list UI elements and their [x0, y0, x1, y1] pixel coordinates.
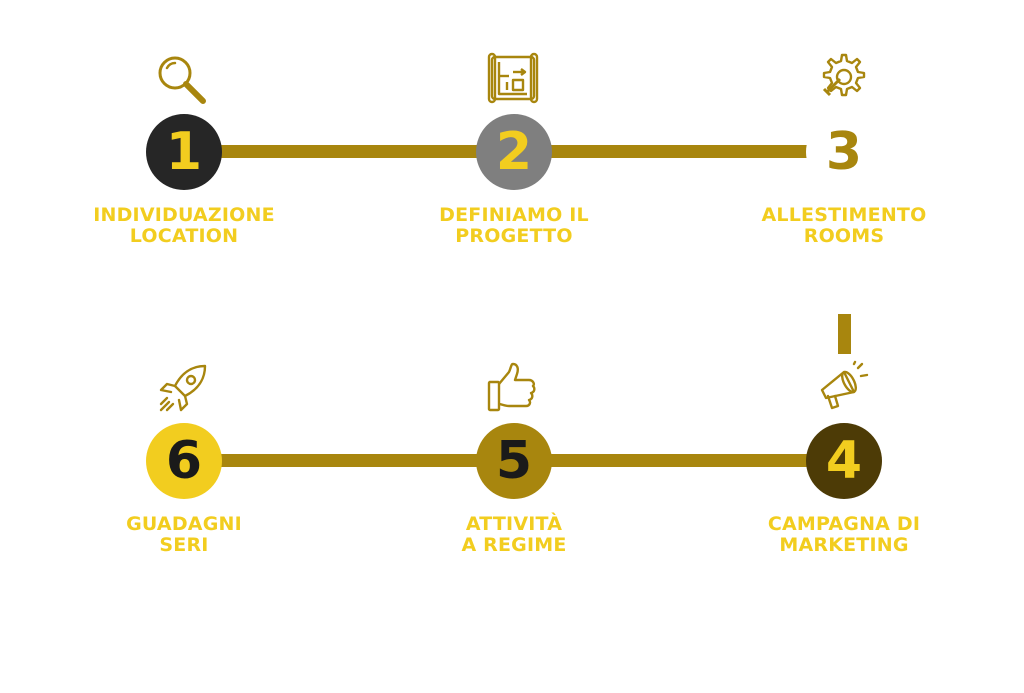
step-3-label-line2: ROOMS: [803, 225, 885, 247]
step-6-label-line1: GUADAGNI: [126, 513, 242, 535]
step-2-label: DEFINIAMO IL PROGETTO: [404, 205, 624, 247]
step-6-circle: 6: [146, 423, 222, 499]
step-2-label-line1: DEFINIAMO IL: [439, 204, 589, 226]
step-3-label-line1: ALLESTIMENTO: [761, 204, 927, 226]
megaphone-icon: [814, 360, 870, 416]
step-5-number: 5: [495, 431, 533, 491]
step-1-circle: 1: [146, 114, 222, 190]
step-4-number: 4: [825, 431, 863, 491]
step-4-label-line1: CAMPAGNA DI: [767, 513, 921, 535]
step-3-circle: 3: [806, 114, 882, 190]
step-3-label: ALLESTIMENTO ROOMS: [734, 205, 954, 247]
step-1-label: INDIVIDUAZIONE LOCATION: [74, 205, 294, 247]
step-2-circle: 2: [476, 114, 552, 190]
step-2-label-line2: PROGETTO: [455, 225, 573, 247]
step-4-circle: 4: [806, 423, 882, 499]
step-2-number: 2: [495, 122, 533, 182]
step-1-label-line1: INDIVIDUAZIONE: [93, 204, 275, 226]
gear-wrench-icon: [814, 49, 870, 105]
connector-vertical: [838, 314, 851, 354]
step-5-label-line1: ATTIVITÀ: [465, 513, 563, 535]
search-icon: [153, 52, 209, 108]
step-5-circle: 5: [476, 423, 552, 499]
step-6-label: GUADAGNI SERI: [74, 514, 294, 556]
step-3-number: 3: [825, 122, 863, 182]
step-1-label-line2: LOCATION: [129, 225, 239, 247]
step-4-label: CAMPAGNA DI MARKETING: [734, 514, 954, 556]
step-4-label-line2: MARKETING: [779, 534, 909, 556]
thumbs-up-icon: [485, 360, 541, 416]
blueprint-icon: [485, 50, 541, 106]
step-5-label: ATTIVITÀ A REGIME: [404, 514, 624, 556]
step-6-number: 6: [165, 431, 203, 491]
rocket-icon: [155, 360, 211, 416]
step-5-label-line2: A REGIME: [461, 534, 567, 556]
step-6-label-line2: SERI: [159, 534, 209, 556]
step-1-number: 1: [165, 122, 203, 182]
